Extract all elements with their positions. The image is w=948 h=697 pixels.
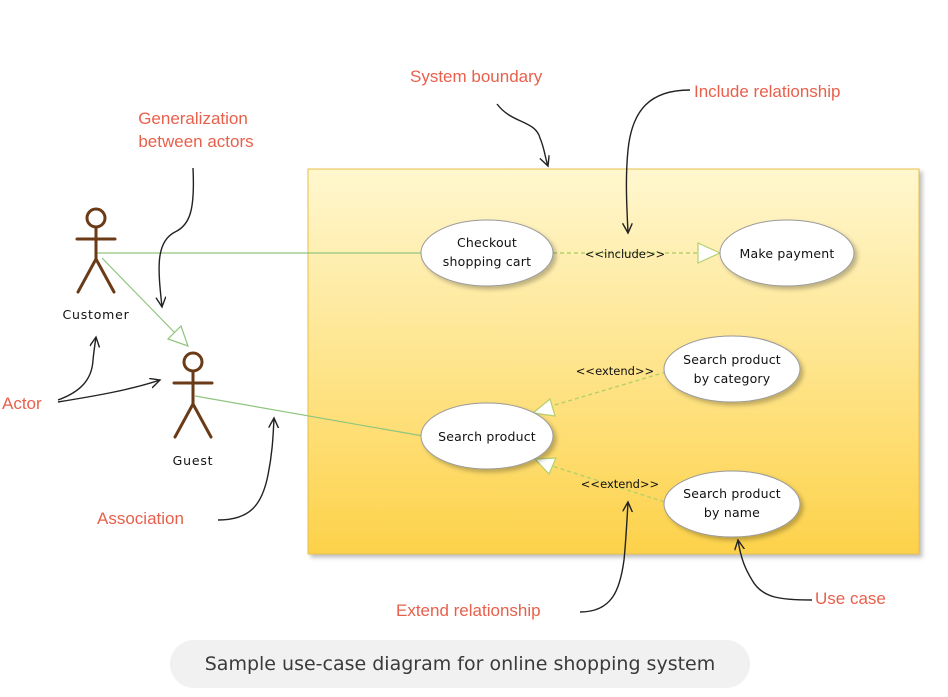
diagram-caption: Sample use-case diagram for online shopp… (170, 640, 750, 688)
use-case-checkout[interactable]: Checkout shopping cart (420, 219, 554, 287)
use-case-search-by-category-line2: by category (694, 371, 771, 386)
association-callout-arrow (217, 418, 274, 521)
system-boundary-callout: System boundary (410, 67, 543, 86)
extend-category-arrowhead (531, 397, 556, 417)
actor-callout: Actor (2, 394, 42, 413)
use-case-search-by-name-line1: Search product (683, 486, 781, 501)
extend-name-arrowhead (533, 457, 557, 476)
extend-name-line (548, 464, 672, 505)
include-relationship-callout: Include relationship (694, 82, 840, 101)
association-callout: Association (97, 509, 184, 528)
include-label: <<include>> (585, 247, 665, 261)
extend-name-label: <<extend>> (581, 477, 659, 491)
association-guest-search (194, 395, 424, 437)
use-case-checkout-line1: Checkout (457, 235, 517, 250)
include-callout-arrow (626, 89, 691, 233)
use-case-search-product-label: Search product (438, 429, 536, 444)
use-case-make-payment-label: Make payment (740, 246, 835, 261)
actor-callout-arrow-customer (57, 337, 96, 401)
extend-category-label: <<extend>> (576, 364, 654, 378)
actor-customer-label: Customer (62, 307, 129, 322)
use-case-search-by-name-line2: by name (704, 505, 760, 520)
generalization-line (101, 257, 176, 334)
include-arrowhead (697, 242, 722, 264)
use-case-search-product[interactable]: Search product (420, 402, 554, 470)
actor-callout-arrow-guest (57, 380, 160, 403)
generalization-arrowhead (166, 324, 189, 347)
actor-guest-label: Guest (173, 453, 214, 468)
actor-customer[interactable] (75, 207, 117, 294)
extend-callout-arrow (579, 502, 628, 613)
use-case-callout: Use case (815, 589, 886, 608)
use-case-callout-arrow (738, 540, 813, 601)
generalization-callout-line2: between actors (138, 132, 253, 151)
extend-relationship-callout: Extend relationship (396, 601, 541, 620)
generalization-callout-arrow (159, 167, 195, 307)
use-case-checkout-line2: shopping cart (443, 254, 531, 269)
callout-arrows (57, 89, 813, 613)
actor-guest[interactable] (172, 351, 214, 439)
system-boundary-callout-arrow (496, 103, 548, 166)
use-case-search-by-name[interactable]: Search product by name (663, 470, 801, 538)
use-case-search-by-category[interactable]: Search product by category (663, 335, 801, 403)
use-case-search-by-category-line1: Search product (683, 352, 781, 367)
use-case-make-payment[interactable]: Make payment (719, 219, 855, 287)
generalization-callout-line1: Generalization (138, 109, 248, 128)
